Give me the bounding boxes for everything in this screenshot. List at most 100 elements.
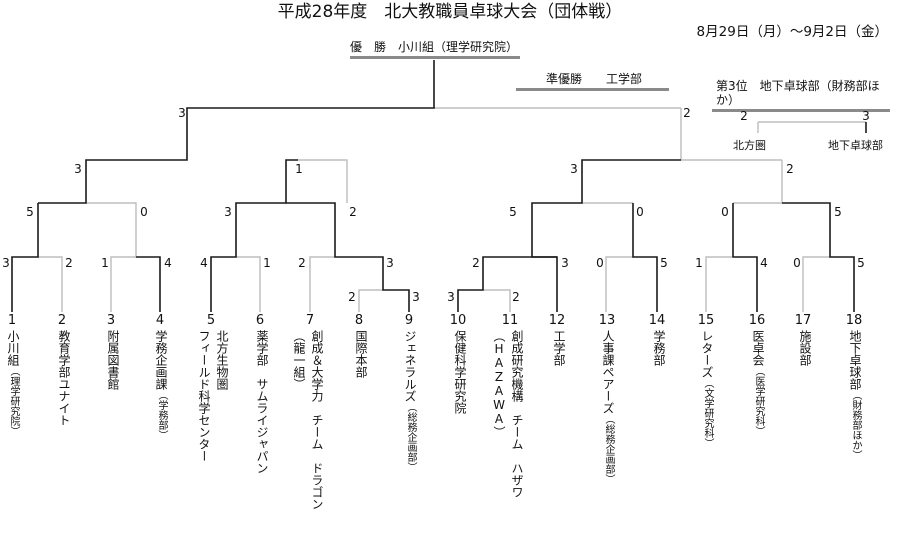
- team-affiliation: （学務部）: [156, 390, 167, 440]
- team-name: 創成研究機構 チーム ハザワ: [507, 330, 524, 498]
- champion-underline: [350, 56, 520, 59]
- team-name: 創成＆大学力 チーム ドラゴン: [307, 330, 324, 510]
- line-sf-loser-left: [298, 159, 348, 203]
- team-name: 国際本部: [351, 330, 368, 378]
- team-name-main: 学務企画課: [154, 330, 168, 390]
- champion-label: 優 勝 小川組（理学研究院）: [350, 40, 520, 59]
- team-name-second-line: （HAZAWA）: [492, 330, 506, 438]
- line-loser-13: [605, 256, 633, 312]
- team-name: 学務部: [649, 330, 666, 366]
- team-name-main: 附属図書館: [106, 330, 120, 390]
- score-r1-5: 4: [200, 256, 208, 270]
- score-sf-right-a: 3: [570, 162, 578, 176]
- score-qf3-a: 5: [509, 205, 517, 219]
- line-win-champion: [38, 60, 435, 204]
- score-qf2-a: 3: [224, 205, 232, 219]
- team-name-main: 地下卓球部: [848, 330, 862, 390]
- team-number: 15: [697, 313, 715, 328]
- team-name: 人事課ペアーズ（総務企画部）: [599, 330, 615, 484]
- team-number: 5: [206, 313, 216, 328]
- team-name: 施設部: [795, 330, 812, 366]
- third-place-text: 第3位 地下卓球部（財務部ほか）: [716, 79, 880, 107]
- team-name: 教育学部ユナイト: [54, 330, 71, 426]
- score-r1-11: 2: [512, 290, 520, 304]
- team-name: 学務企画課（学務部）: [152, 330, 168, 440]
- third-place-underline: [712, 109, 890, 112]
- third-place-label: 第3位 地下卓球部（財務部ほか）: [712, 79, 890, 112]
- team-name-main: 保健科学研究院: [453, 330, 467, 414]
- team-affiliation: （総務企画部）: [405, 402, 416, 472]
- team-number: 18: [845, 313, 863, 328]
- team-affiliation: （医学研究科）: [753, 366, 764, 436]
- team-name-main: 施設部: [798, 330, 812, 366]
- team-name: 地下卓球部（財務部ほか）: [846, 330, 862, 460]
- team-name-main: ジェネラルズ: [403, 330, 417, 402]
- score-r1-6: 1: [263, 256, 271, 270]
- score-qf2-b: 2: [349, 205, 357, 219]
- score-r1-2: 2: [65, 256, 73, 270]
- score-3p-a: 2: [740, 109, 748, 123]
- score-r1-89: 3: [386, 256, 394, 270]
- team-name-line2: （HAZAWA）: [491, 330, 506, 438]
- team-name-main: 医卓会: [751, 330, 765, 366]
- runner-up-underline: [516, 88, 669, 91]
- score-sf-left-a: 3: [74, 162, 82, 176]
- team-name-main: 教育学部ユナイト: [57, 330, 71, 426]
- team-name-main: レターズ: [700, 330, 714, 378]
- team-number: 17: [794, 313, 812, 328]
- team-name-main: 人事課ペアーズ: [601, 330, 615, 414]
- team-name: レターズ（文学研究科）: [698, 330, 714, 448]
- team-affiliation: （文学研究科）: [702, 378, 713, 448]
- score-r1-15: 1: [695, 256, 703, 270]
- line-qf4-loser: [733, 160, 783, 204]
- score-r1-4: 4: [164, 256, 172, 270]
- score-3p-b: 3: [862, 109, 870, 123]
- team-number: 7: [305, 313, 315, 328]
- team-affiliation: （財務部ほか）: [850, 390, 861, 460]
- team-number: 9: [404, 313, 414, 328]
- team-name: 薬学部 サムライジャパン: [252, 330, 269, 474]
- score-r1-10: 3: [447, 290, 455, 304]
- score-qf4-b: 5: [834, 205, 842, 219]
- team-name: ジェネラルズ（総務企画部）: [401, 330, 417, 472]
- event-date: 8月29日（月）～9月2日（金）: [696, 24, 888, 40]
- team-number: 13: [598, 313, 616, 328]
- page-title: 平成28年度 北大教職員卓球大会（団体戦）: [277, 2, 623, 22]
- team-number: 16: [748, 313, 766, 328]
- line-loser-17: [802, 256, 830, 312]
- score-r1-8: 2: [348, 290, 356, 304]
- team-affiliation: （理学研究院）: [8, 366, 19, 436]
- line-sf-loser-right: [680, 108, 782, 161]
- score-r1-1: 3: [2, 256, 10, 270]
- team-name-main: 北方生物圏: [215, 330, 229, 390]
- team-name-second-line: （龍一組）: [292, 330, 306, 390]
- score-qf4-a: 0: [721, 205, 729, 219]
- score-r1-16: 4: [760, 256, 768, 270]
- score-r1-12: 3: [561, 256, 569, 270]
- score-r1-1011: 2: [472, 256, 480, 270]
- team-name-main: 国際本部: [354, 330, 368, 378]
- team-number: 8: [354, 313, 364, 328]
- line-loser-3: [110, 256, 136, 312]
- runner-up-label: 準優勝 工学部: [516, 72, 669, 91]
- score-r1-17: 0: [793, 256, 801, 270]
- champion-text: 優 勝 小川組（理学研究院）: [350, 40, 519, 54]
- team-name-line2: （龍一組）: [291, 330, 306, 390]
- line-loser-7: [309, 256, 335, 312]
- line-win-5: [210, 202, 286, 312]
- team-number: 2: [57, 313, 67, 328]
- third-place-team-a: 北方圏: [733, 139, 766, 152]
- score-sf-left-b: 1: [295, 162, 303, 176]
- score-r1-18: 5: [857, 256, 865, 270]
- team-name-main: 薬学部 サムライジャパン: [255, 330, 269, 474]
- line-win-14: [632, 203, 658, 312]
- third-place-team-b: 地下卓球部: [828, 139, 883, 152]
- line-loser-6: [236, 256, 261, 312]
- team-number: 14: [648, 313, 666, 328]
- team-name-second-line: フィールド科学センター: [197, 330, 211, 462]
- score-r1-14: 5: [660, 256, 668, 270]
- line-win-16: [732, 203, 758, 312]
- line-qf-loser-14: [607, 203, 632, 257]
- line-win-9: [285, 159, 410, 312]
